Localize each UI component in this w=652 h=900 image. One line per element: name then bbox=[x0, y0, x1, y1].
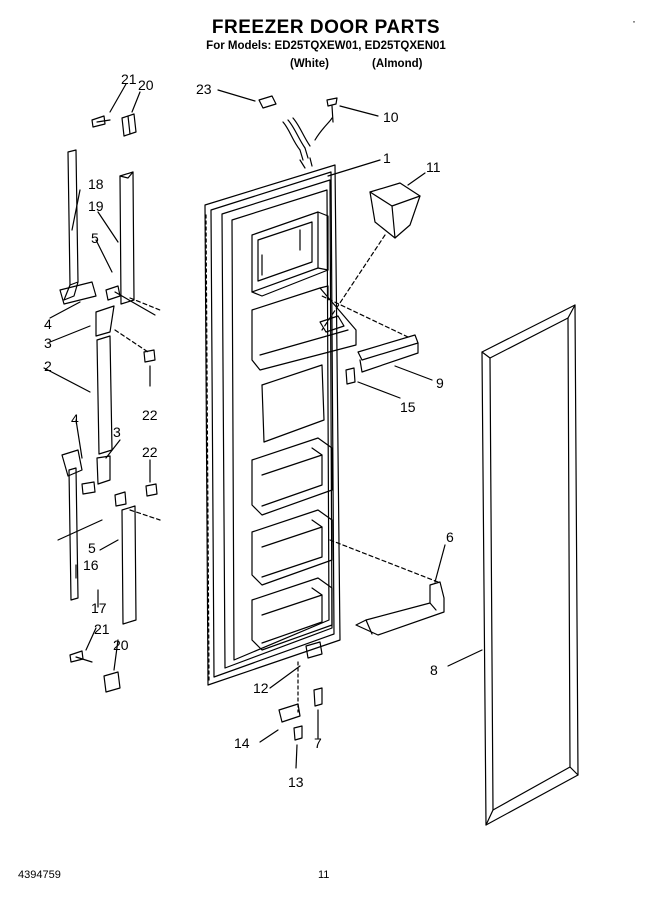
door-gasket bbox=[481, 304, 579, 826]
door-bin-1 bbox=[251, 437, 333, 516]
handle-trim-16 bbox=[68, 467, 79, 601]
callout-15: 15 bbox=[400, 399, 416, 415]
screw-10 bbox=[326, 97, 338, 123]
shelf-rail bbox=[355, 581, 445, 636]
hinge-cap-20-top bbox=[121, 113, 137, 137]
hinge-bracket-upper bbox=[59, 281, 156, 337]
callout-21a: 21 bbox=[121, 71, 137, 87]
callout-3b: 3 bbox=[113, 424, 121, 440]
callout-7: 7 bbox=[314, 735, 322, 751]
callout-13: 13 bbox=[288, 774, 304, 790]
door-bin-3 bbox=[251, 577, 333, 651]
callout-21b: 21 bbox=[94, 621, 110, 637]
door-bin-2 bbox=[251, 509, 333, 586]
handle-trim-18 bbox=[63, 149, 79, 301]
handle-bar-2 bbox=[96, 335, 113, 455]
bottom-bracket-14 bbox=[278, 703, 301, 723]
handle-trim-19 bbox=[119, 171, 135, 305]
wire-harness bbox=[258, 95, 333, 161]
callout-18: 18 bbox=[88, 176, 104, 192]
hinge-screw-22-upper bbox=[143, 349, 156, 363]
hinge-screw-21-top bbox=[91, 115, 111, 128]
callout-4b: 4 bbox=[71, 411, 79, 427]
bottom-hinge-12 bbox=[305, 641, 323, 659]
dispenser-chute bbox=[369, 182, 421, 239]
callout-5b: 5 bbox=[88, 540, 96, 556]
hinge-cap-20-bottom bbox=[103, 671, 121, 693]
diagram-title: FREEZER DOOR PARTS bbox=[211, 17, 441, 38]
door-panel bbox=[204, 157, 341, 686]
callout-4a: 4 bbox=[44, 316, 52, 332]
callout-23: 23 bbox=[196, 81, 212, 97]
callout-12: 12 bbox=[253, 680, 269, 696]
callout-6: 6 bbox=[446, 529, 454, 545]
corner-mark: · bbox=[632, 14, 636, 28]
callouts: 1 2 3 3 4 4 5 5 6 7 8 9 10 11 12 13 14 1… bbox=[44, 71, 454, 790]
callout-5a: 5 bbox=[91, 230, 99, 246]
variant-almond: (Almond) bbox=[372, 58, 423, 70]
callout-10: 10 bbox=[383, 109, 399, 125]
callout-17: 17 bbox=[91, 600, 107, 616]
callout-19: 19 bbox=[88, 198, 104, 214]
handle-trim-17 bbox=[121, 505, 137, 625]
callout-11: 11 bbox=[426, 159, 441, 175]
callout-3a: 3 bbox=[44, 335, 52, 351]
callout-20b: 20 bbox=[113, 637, 129, 653]
door-lower-panel bbox=[261, 364, 325, 443]
page-number: 11 bbox=[318, 869, 330, 881]
callout-22b: 22 bbox=[142, 444, 158, 460]
variant-white: (White) bbox=[290, 58, 329, 70]
callout-1: 1 bbox=[383, 150, 391, 166]
hinge-bracket-lower bbox=[61, 449, 158, 507]
callout-20a: 20 bbox=[138, 77, 154, 93]
callout-9: 9 bbox=[436, 375, 444, 391]
callout-16: 16 bbox=[83, 557, 99, 573]
callout-8: 8 bbox=[430, 662, 438, 678]
trim-strip bbox=[357, 334, 419, 373]
callout-2: 2 bbox=[44, 358, 52, 374]
bottom-screw-13 bbox=[293, 725, 303, 741]
leader-lines bbox=[43, 83, 483, 769]
dispenser-shelf bbox=[251, 285, 357, 371]
upper-door-bin bbox=[251, 211, 329, 297]
document-number: 4394759 bbox=[18, 869, 61, 881]
bottom-screw-7 bbox=[313, 687, 323, 707]
callout-14: 14 bbox=[234, 735, 250, 751]
callout-22a: 22 bbox=[142, 407, 158, 423]
models-line: For Models: ED25TQXEW01, ED25TQXEN01 bbox=[206, 40, 446, 52]
hinge-screw-21-bottom bbox=[69, 650, 93, 663]
trim-clip bbox=[345, 367, 356, 385]
